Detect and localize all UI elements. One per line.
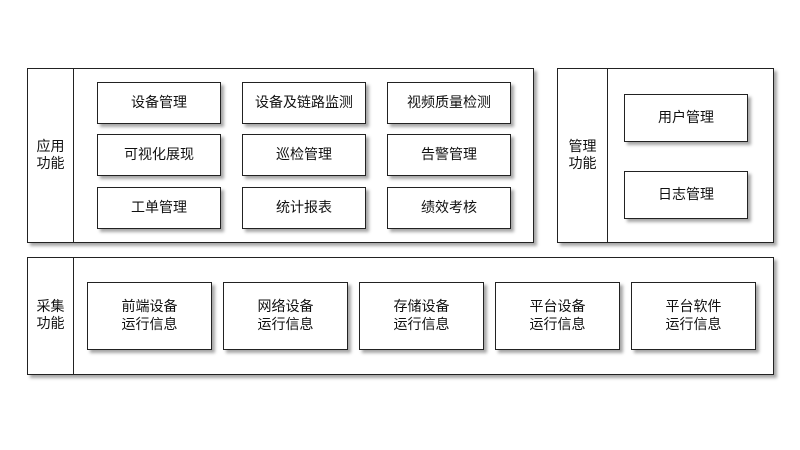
app-box-inspection-management: 巡检管理 [242, 134, 366, 176]
mgmt-box-log-management: 日志管理 [624, 171, 748, 219]
collection-label-text: 采集功能 [36, 299, 65, 332]
collect-box-storage-device: 存储设备运行信息 [359, 282, 484, 350]
management-panel-label: 管理功能 [558, 69, 608, 242]
app-box-device-management: 设备管理 [97, 82, 221, 124]
mgmt-box-user-management: 用户管理 [624, 94, 748, 142]
collection-panel-label: 采集功能 [28, 258, 74, 374]
app-box-work-order-management: 工单管理 [97, 187, 221, 229]
app-box-statistics-report: 统计报表 [242, 187, 366, 229]
app-box-device-link-monitoring: 设备及链路监测 [242, 82, 366, 124]
app-box-alarm-management: 告警管理 [387, 134, 511, 176]
collect-box-front-end-device: 前端设备运行信息 [87, 282, 212, 350]
collect-box-platform-software: 平台软件运行信息 [631, 282, 756, 350]
application-label-text: 应用功能 [36, 138, 65, 172]
app-box-performance-assessment: 绩效考核 [387, 187, 511, 229]
app-box-video-quality-detection: 视频质量检测 [387, 82, 511, 124]
app-box-visualization: 可视化展现 [97, 134, 221, 176]
application-panel-label: 应用功能 [28, 69, 74, 242]
collect-box-platform-device: 平台设备运行信息 [495, 282, 620, 350]
collect-box-network-device: 网络设备运行信息 [223, 282, 348, 350]
management-label-text: 管理功能 [568, 138, 597, 172]
